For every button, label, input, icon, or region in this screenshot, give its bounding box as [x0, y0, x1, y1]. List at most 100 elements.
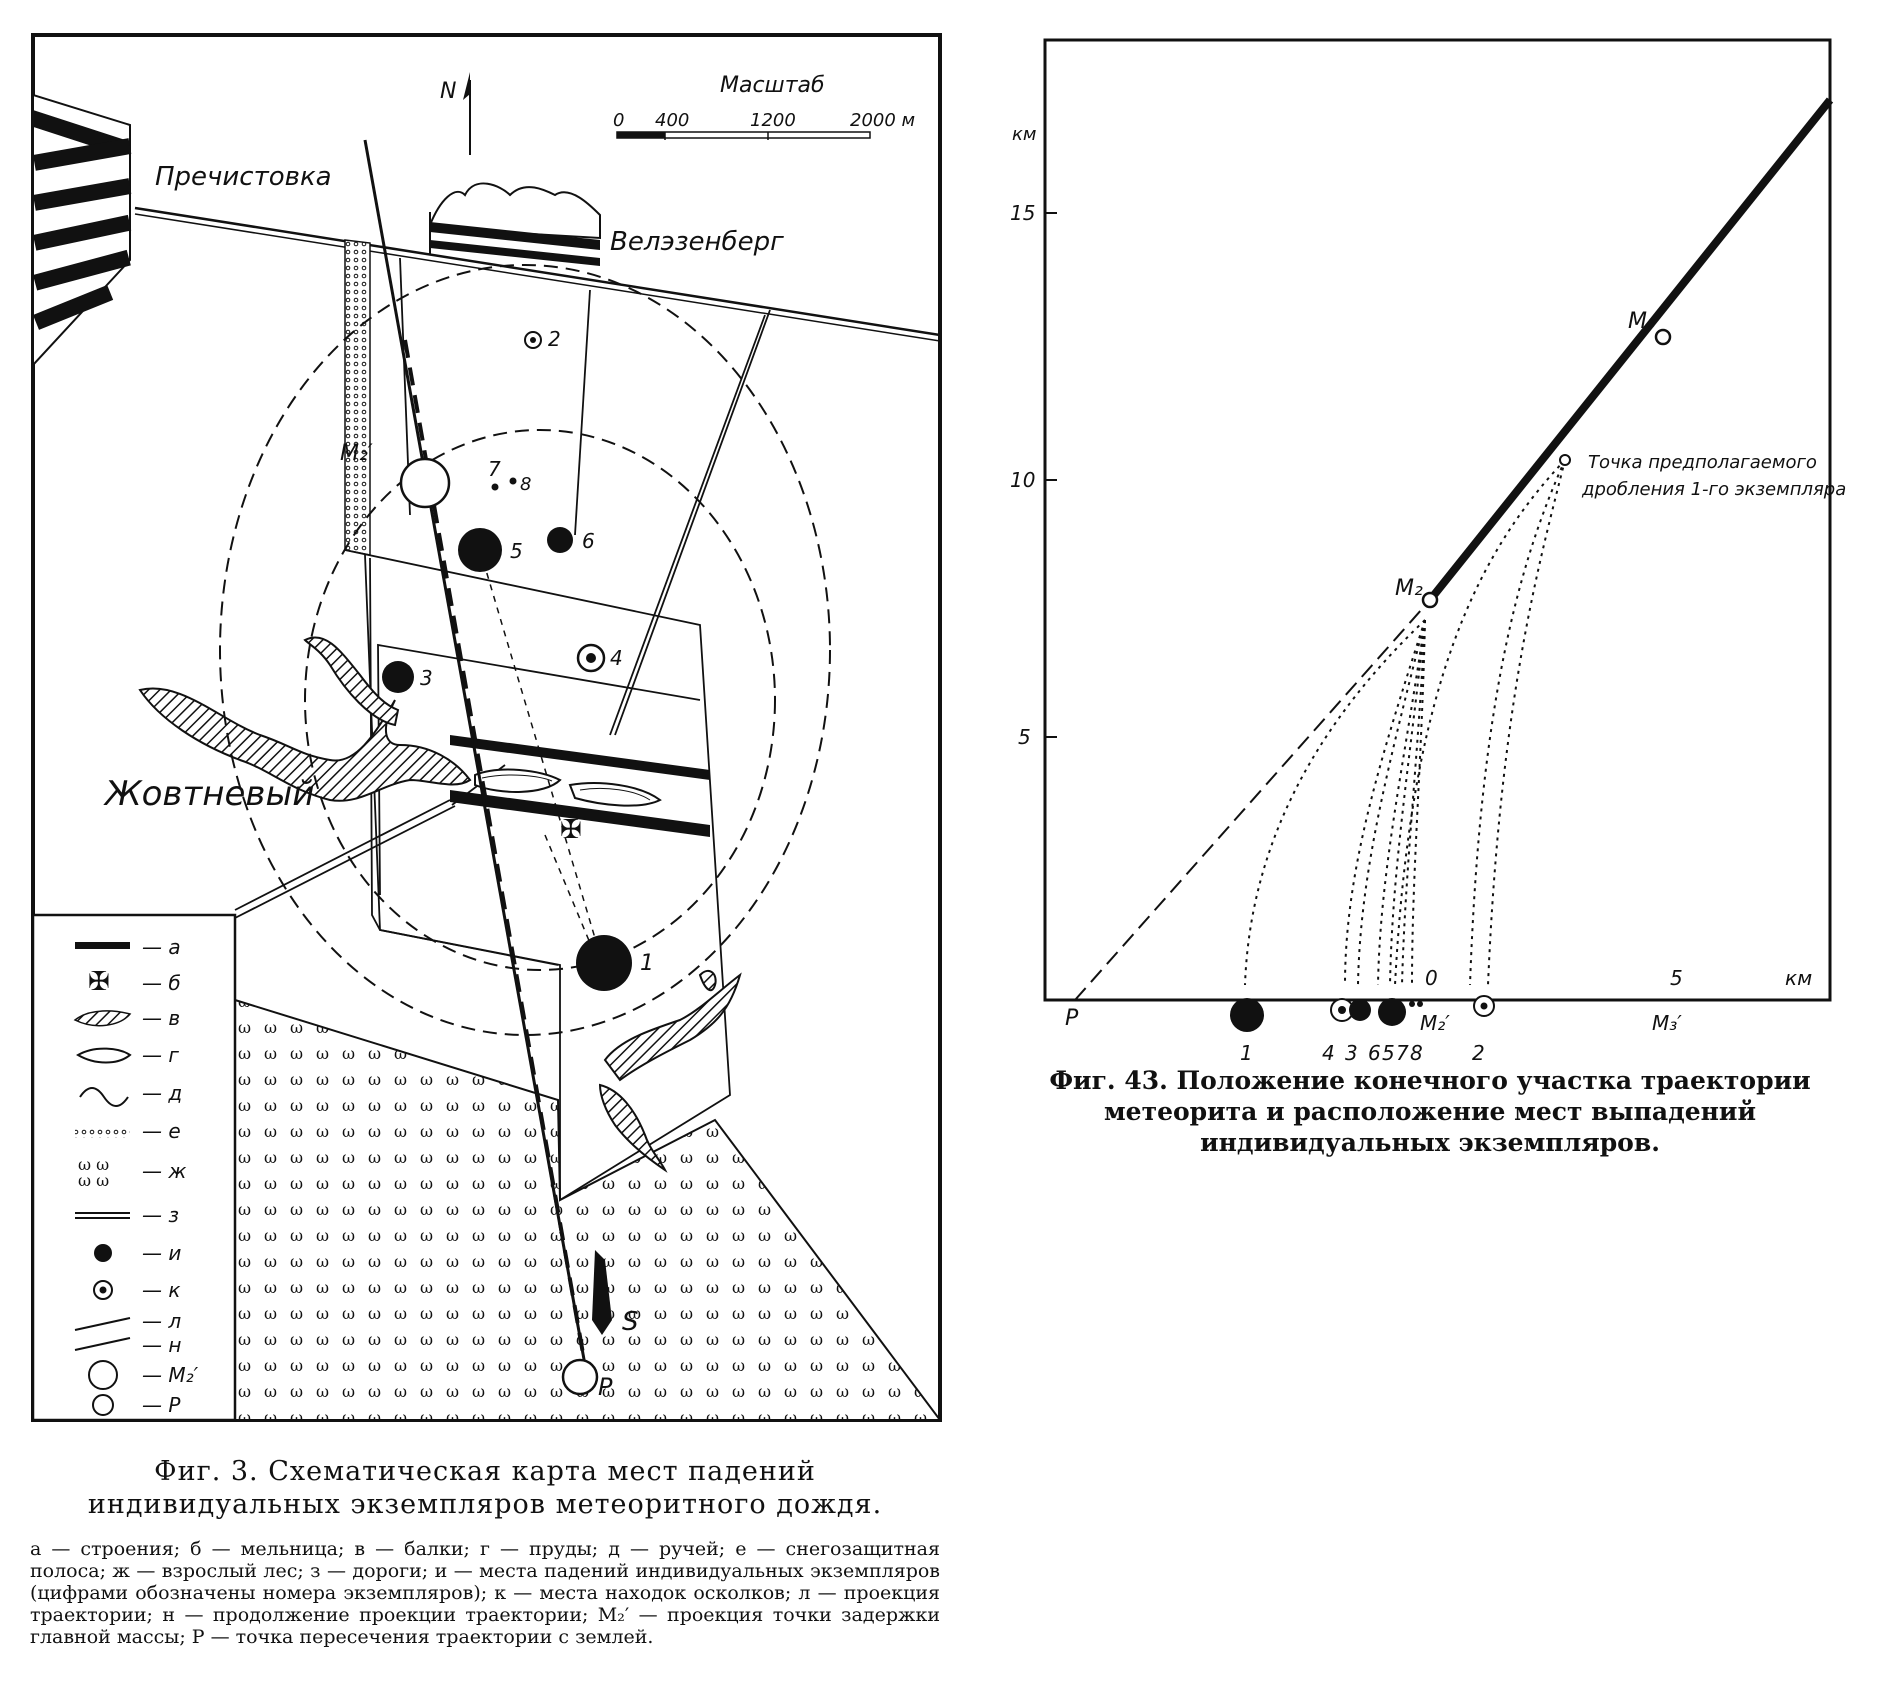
label-ground-5: 5 — [1382, 1041, 1395, 1065]
outer-dispersion-ellipse — [219, 264, 831, 1036]
scale-bar: Масштаб 0 400 1200 2000 м — [613, 73, 915, 140]
trajectory-frame — [1043, 38, 1832, 1002]
north-label: N — [440, 79, 456, 104]
fall-point-7 — [491, 483, 499, 491]
legend-zh: — ж — [142, 1159, 186, 1183]
label-ground-2: 2 — [1472, 1041, 1485, 1065]
scale-tick-1200: 1200 — [750, 110, 796, 131]
label-fall-6: 6 — [582, 529, 595, 553]
mill-icon: ✠ — [560, 815, 582, 845]
map-legend: — а ✠ — б — в — г — д — е ω ω ω ω — ж — … — [31, 913, 237, 1422]
label-fall-2: 2 — [548, 327, 561, 351]
fall-point-6 — [547, 527, 573, 553]
legend-m2: — M₂′ — [142, 1363, 199, 1387]
trajectory-observed — [1426, 97, 1834, 603]
legend-n-icon — [74, 1337, 131, 1351]
label-s: S — [622, 1307, 639, 1337]
legend-d: — д — [142, 1081, 182, 1105]
legend-n: — н — [142, 1333, 181, 1357]
prechistovka-buildings — [33, 93, 132, 367]
label-ground-m2p: M₂′ — [1420, 1011, 1450, 1035]
x-tick-0: 0 — [1425, 966, 1438, 990]
legend-l: — л — [142, 1309, 181, 1333]
legend-v-icon — [73, 1010, 132, 1027]
fragment-find-2 — [524, 331, 542, 349]
annotation-line-2: дробления 1-го экземпляра — [1581, 479, 1846, 500]
figure-3-legend-text: а — строения; б — мельница; в — балки; г… — [30, 1538, 940, 1648]
fall-point-5 — [458, 528, 502, 572]
label-m3: M₃ — [1628, 309, 1656, 334]
svg-text:ω ω: ω ω — [78, 1171, 109, 1190]
road-top — [134, 206, 940, 337]
fragment-1-track — [544, 834, 596, 956]
scale-title: Масштаб — [720, 73, 825, 98]
label-fall-3: 3 — [420, 666, 433, 690]
snow-strip — [344, 239, 371, 556]
fall-curves — [1244, 459, 1566, 986]
trajectory-extrapolated — [1074, 599, 1431, 1001]
inner-dispersion-ellipse — [304, 429, 776, 971]
middle-buildings — [450, 735, 710, 837]
legend-i: — и — [142, 1241, 181, 1265]
scale-tick-2000: 2000 м — [850, 110, 915, 131]
legend-g: — г — [142, 1043, 179, 1067]
legend-b-icon: ✠ — [88, 967, 110, 997]
legend-v: — в — [142, 1006, 180, 1030]
fall-point-8 — [509, 477, 517, 485]
label-ground-7: 7 — [1396, 1041, 1409, 1065]
y-tick-5: 5 — [1018, 725, 1031, 749]
label-ground-6: 6 — [1368, 1041, 1381, 1065]
legend-z: — з — [142, 1203, 179, 1227]
ground-fragment-7 — [1409, 1001, 1415, 1007]
label-fall-8: 8 — [520, 474, 531, 495]
fall-point-1 — [576, 935, 632, 991]
fragment-find-4 — [576, 643, 606, 673]
place-velzenberg: Велэзенберг — [610, 227, 784, 257]
point-m2 — [1421, 591, 1439, 609]
legend-l-icon — [74, 1317, 131, 1331]
legend-b: — б — [142, 971, 181, 995]
label-ground-4: 4 — [1322, 1041, 1335, 1065]
legend-e-icon — [75, 1128, 130, 1138]
trajectory-continuation — [403, 339, 587, 1366]
trajectory-figure: км 15 10 5 0 5 км M₂ — [1010, 38, 1846, 1065]
ground-fragment-1 — [1230, 998, 1264, 1032]
label-ground-p: P — [1065, 1006, 1079, 1031]
label-fall-1: 1 — [640, 951, 654, 976]
legend-zh-icon: ω ω — [78, 1155, 109, 1174]
label-ground-1: 1 — [1240, 1041, 1253, 1065]
legend-a: — а — [142, 935, 181, 959]
fall-point-3 — [382, 661, 414, 693]
place-zhovtnevyi: Жовтневый — [103, 774, 314, 814]
label-fall-7: 7 — [488, 457, 501, 481]
point-fragmentation — [1559, 454, 1571, 466]
ground-fragment-6-5 — [1378, 998, 1406, 1026]
place-prechistovka: Пречистовка — [155, 162, 332, 192]
point-m3 — [1654, 328, 1672, 346]
label-ground-3: 3 — [1345, 1041, 1358, 1065]
legend-e: — е — [142, 1119, 181, 1143]
x-tick-5: 5 — [1670, 966, 1683, 990]
legend-m2-icon — [88, 1360, 118, 1390]
label-ground-8: 8 — [1410, 1041, 1423, 1065]
south-arrow-icon — [592, 1250, 612, 1335]
road-top-edge — [134, 213, 940, 342]
point-m2-projection — [399, 457, 451, 509]
map-figure: ✠ — [31, 33, 942, 1422]
ground-fragment-8 — [1417, 1001, 1423, 1007]
north-arrow: N — [440, 72, 471, 155]
x-axis-unit: км — [1785, 966, 1812, 990]
label-p: P — [598, 1373, 613, 1401]
scale-tick-0: 0 — [613, 110, 624, 131]
figure-3-caption: Фиг. 3. Схематическая карта мест падений… — [87, 1456, 883, 1520]
y-axis-unit: км — [1012, 124, 1036, 145]
annotation-line-1: Точка предполагаемого — [1588, 452, 1817, 473]
legend-g-icon — [76, 1047, 132, 1064]
figure-43-caption: Фиг. 43. Положение конечного участка тра… — [1049, 1066, 1811, 1157]
ground-fragment-3 — [1349, 999, 1371, 1021]
ravines — [138, 636, 742, 1173]
trajectory-projection — [363, 139, 587, 1366]
y-tick-10: 10 — [1010, 468, 1035, 492]
label-fall-5: 5 — [510, 539, 523, 563]
